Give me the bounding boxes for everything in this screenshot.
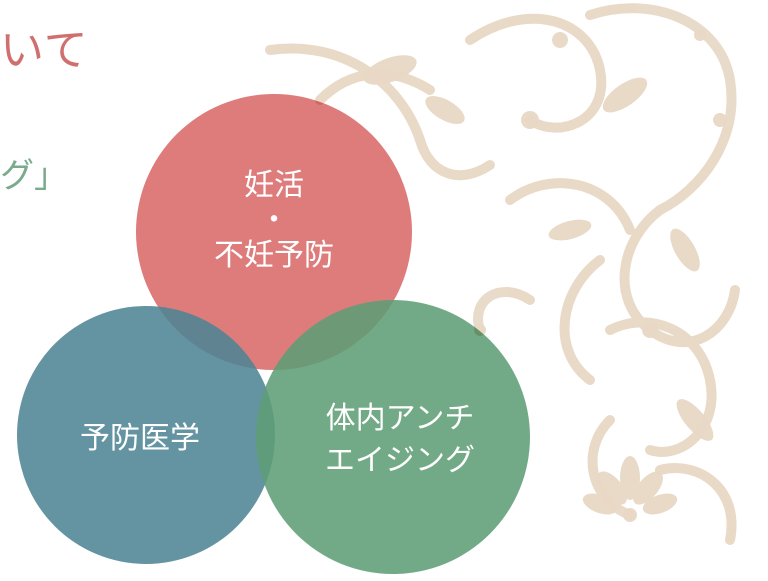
venn-label-right-line1: 体内アンチ [326, 401, 475, 436]
venn-circle-top [136, 94, 412, 370]
subheading-fragment: グ」 [0, 156, 68, 196]
venn-circle-left [17, 306, 275, 564]
venn-label-right-line2: エイジング [325, 443, 475, 478]
venn-label-left: 予防医学 [80, 421, 200, 456]
venn-label-top-line1: 妊活 [244, 168, 304, 203]
heading-fragment: いて [0, 25, 89, 76]
floral-flourish-icon [265, 3, 740, 545]
venn-circle-right [256, 300, 530, 574]
venn-label-top-line2: ・ [259, 203, 289, 238]
venn-label-top-line3: 不妊予防 [214, 238, 334, 273]
